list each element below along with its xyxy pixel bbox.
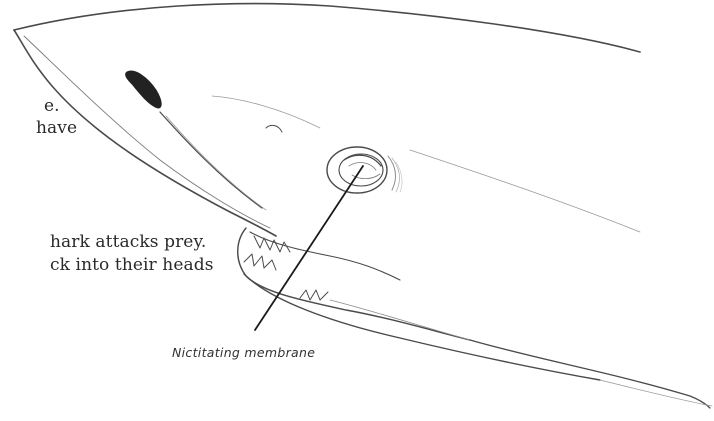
teeth-upper (254, 236, 290, 252)
body-text-line-1: e. (44, 96, 60, 116)
nostril (126, 71, 162, 108)
eye (327, 147, 402, 193)
body-text-line-4: ck into their heads (50, 255, 214, 275)
body-text-line-2: have (36, 118, 77, 138)
body-text-line-3: hark attacks prey. (50, 232, 206, 252)
nictitating-membrane-label: Nictitating membrane (172, 345, 315, 360)
head-contour (212, 96, 320, 128)
snout-upper-outline (14, 4, 640, 52)
teeth-lower (244, 254, 276, 270)
